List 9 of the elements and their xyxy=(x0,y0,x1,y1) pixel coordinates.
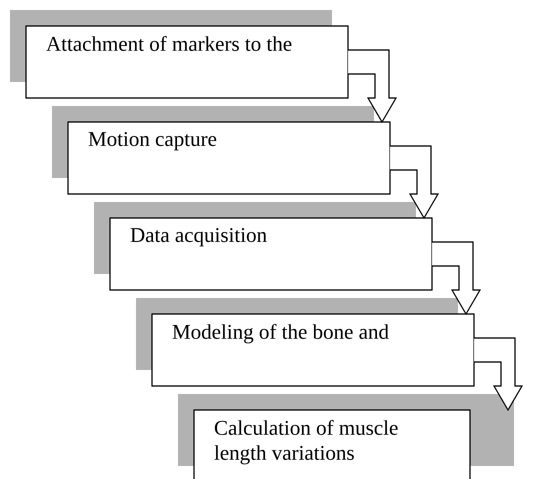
process-box: Calculation of muscle length variations xyxy=(178,394,514,479)
process-box: Attachment of markers to the xyxy=(10,10,349,99)
process-box: Modeling of the bone and xyxy=(136,298,475,387)
arrow xyxy=(389,145,440,220)
arrow xyxy=(431,241,482,316)
arrow xyxy=(473,337,524,412)
process-box: Motion capture xyxy=(52,106,391,195)
arrow xyxy=(347,49,398,124)
process-box: Data acquisition xyxy=(94,202,433,291)
